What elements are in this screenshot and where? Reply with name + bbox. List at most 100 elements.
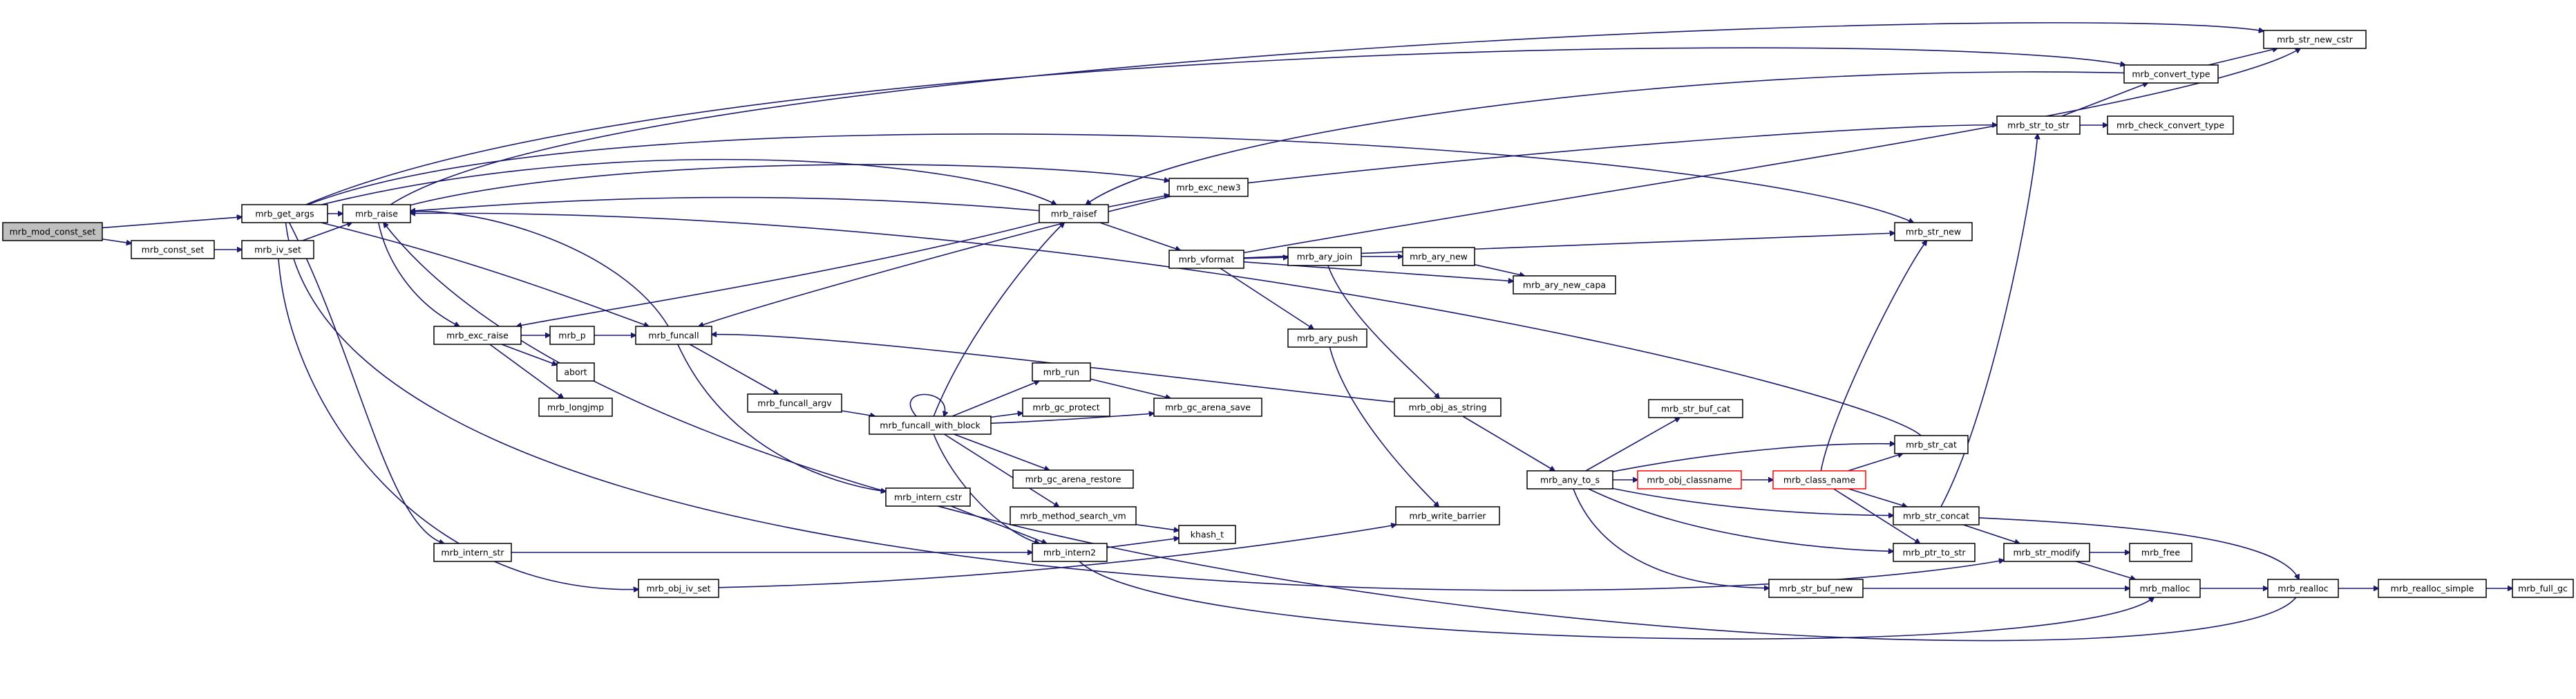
- node-label: mrb_str_buf_cat: [1661, 404, 1730, 414]
- node-realloc[interactable]: mrb_realloc: [2267, 579, 2339, 598]
- node-raisef[interactable]: mrb_raisef: [1039, 204, 1109, 223]
- node-label: mrb_check_convert_type: [2116, 120, 2224, 131]
- edge-raisef-to-raise: [410, 196, 1040, 212]
- node-full-gc[interactable]: mrb_full_gc: [2512, 579, 2574, 598]
- node-box: [2123, 64, 2219, 84]
- edge-funcall_with_block-to-gc_arena_restore: [954, 434, 1050, 470]
- node-str-modify[interactable]: mrb_str_modify: [2003, 543, 2090, 562]
- edge-line: [1612, 444, 1895, 472]
- edge-iv_set-to-raise: [302, 223, 352, 241]
- node-longjmp[interactable]: mrb_longjmp: [538, 398, 613, 417]
- edge-line: [933, 223, 1064, 417]
- node-obj-as-string[interactable]: mrb_obj_as_string: [1394, 398, 1502, 417]
- node-str-new-cstr[interactable]: mrb_str_new_cstr: [2263, 30, 2367, 49]
- edge-str_cat-to-raise: [410, 213, 1922, 436]
- edge-line: [321, 222, 649, 326]
- node-str-to-str[interactable]: mrb_str_to_str: [1996, 115, 2081, 135]
- edge-line: [689, 344, 779, 394]
- node-label: mrb_realloc_simple: [2391, 584, 2474, 594]
- node-label: mrb_get_args: [255, 209, 314, 219]
- edge-any_to_s-to-str_buf_cat: [1585, 418, 1680, 472]
- node-label: mrb_funcall_argv: [757, 398, 832, 409]
- edge-funcall-to-raise: [410, 212, 669, 327]
- node-free[interactable]: mrb_free: [2129, 543, 2193, 562]
- node-label: mrb_obj_iv_set: [646, 584, 710, 594]
- node-intern2[interactable]: mrb_intern2: [1032, 543, 1108, 562]
- node-obj-classname[interactable]: mrb_obj_classname: [1637, 470, 1742, 490]
- node-label: mrb_obj_classname: [1647, 475, 1732, 485]
- node-str-new[interactable]: mrb_str_new: [1894, 222, 1973, 241]
- node-const-set[interactable]: mrb_const_set: [131, 240, 215, 259]
- node-funcall-with-block[interactable]: mrb_funcall_with_block: [869, 416, 992, 435]
- edge-intern_cstr-to-intern2: [951, 505, 1046, 543]
- node-intern-str[interactable]: mrb_intern_str: [433, 543, 512, 562]
- node-funcall[interactable]: mrb_funcall: [635, 326, 712, 345]
- edge-line: [1243, 48, 2300, 254]
- node-box: [241, 240, 314, 259]
- node-ary-new[interactable]: mrb_ary_new: [1402, 247, 1475, 266]
- node-box: [1394, 398, 1502, 417]
- node-intern-cstr[interactable]: mrb_intern_cstr: [885, 487, 971, 507]
- node-abort[interactable]: abort: [556, 362, 595, 382]
- node-write-barrier[interactable]: mrb_write_barrier: [1395, 506, 1500, 525]
- node-iv-set[interactable]: mrb_iv_set: [241, 240, 314, 259]
- node-exc-new3[interactable]: mrb_exc_new3: [1168, 178, 1249, 197]
- node-run[interactable]: mrb_run: [1032, 362, 1091, 382]
- node-mod-const-set[interactable]: mrb_mod_const_set: [2, 222, 103, 241]
- edge-line: [1474, 263, 1524, 276]
- edge-line: [909, 393, 945, 417]
- node-class-name[interactable]: mrb_class_name: [1772, 470, 1866, 490]
- node-khash-t[interactable]: khash_t: [1178, 525, 1236, 544]
- node-ary-new-capa[interactable]: mrb_ary_new_capa: [1513, 275, 1616, 295]
- node-funcall-argv[interactable]: mrb_funcall_argv: [747, 393, 842, 413]
- node-vformat[interactable]: mrb_vformat: [1168, 250, 1244, 269]
- node-get-args[interactable]: mrb_get_args: [241, 204, 328, 223]
- node-str-buf-cat[interactable]: mrb_str_buf_cat: [1648, 399, 1743, 418]
- node-label: mrb_raisef: [1051, 209, 1097, 219]
- edge-class_name-to-str_new: [1820, 241, 1926, 472]
- edge-line: [1090, 378, 1171, 398]
- node-label: mrb_intern2: [1043, 548, 1096, 558]
- node-ary-push[interactable]: mrb_ary_push: [1287, 328, 1367, 348]
- edge-funcall_with_block-to-run: [951, 381, 1039, 417]
- edge-line: [501, 344, 557, 365]
- node-obj-iv-set[interactable]: mrb_obj_iv_set: [638, 579, 719, 598]
- node-any-to-s[interactable]: mrb_any_to_s: [1526, 470, 1613, 490]
- edge-line: [718, 525, 1396, 588]
- node-box: [1894, 435, 1969, 454]
- node-box: [1168, 178, 1249, 197]
- edge-method_search_vm-to-khash_t: [1135, 523, 1179, 531]
- node-label: mrb_iv_set: [254, 245, 301, 255]
- node-ptr-to-str[interactable]: mrb_ptr_to_str: [1893, 543, 1976, 562]
- node-box: [2003, 543, 2090, 562]
- node-gc-arena-restore[interactable]: mrb_gc_arena_restore: [1012, 469, 1134, 489]
- edge-funcall-to-funcall_argv: [689, 344, 779, 394]
- node-realloc-simple[interactable]: mrb_realloc_simple: [2378, 579, 2487, 598]
- node-str-cat[interactable]: mrb_str_cat: [1894, 435, 1969, 454]
- edge-vformat-to-ary_push: [1220, 268, 1314, 329]
- edge-line: [383, 223, 2297, 642]
- node-convert-type[interactable]: mrb_convert_type: [2123, 64, 2219, 84]
- node-raise[interactable]: mrb_raise: [342, 204, 411, 223]
- edge-line: [410, 212, 669, 327]
- edge-realloc-to-raise: [383, 223, 2297, 642]
- node-check-convert-type[interactable]: mrb_check_convert_type: [2107, 115, 2234, 135]
- node-malloc[interactable]: mrb_malloc: [2129, 579, 2201, 598]
- node-method-search-vm[interactable]: mrb_method_search_vm: [1010, 506, 1137, 525]
- node-box: [1012, 469, 1134, 489]
- edge-line: [1820, 241, 1926, 472]
- node-box: [1168, 250, 1244, 269]
- node-gc-protect[interactable]: mrb_gc_protect: [1022, 398, 1110, 417]
- node-ary-join[interactable]: mrb_ary_join: [1287, 247, 1362, 266]
- node-str-buf-new[interactable]: mrb_str_buf_new: [1768, 579, 1864, 598]
- node-gc-arena-save[interactable]: mrb_gc_arena_save: [1153, 398, 1262, 417]
- edge-line: [1848, 454, 1902, 472]
- node-str-concat[interactable]: mrb_str_concat: [1893, 506, 1980, 525]
- node-box: [1893, 543, 1976, 562]
- edge-class_name-to-ptr_to_str: [1833, 488, 1920, 543]
- node-exc-raise[interactable]: mrb_exc_raise: [433, 326, 522, 345]
- node-p[interactable]: mrb_p: [549, 326, 595, 345]
- node-box: [2107, 115, 2234, 135]
- edge-line: [1848, 488, 1907, 507]
